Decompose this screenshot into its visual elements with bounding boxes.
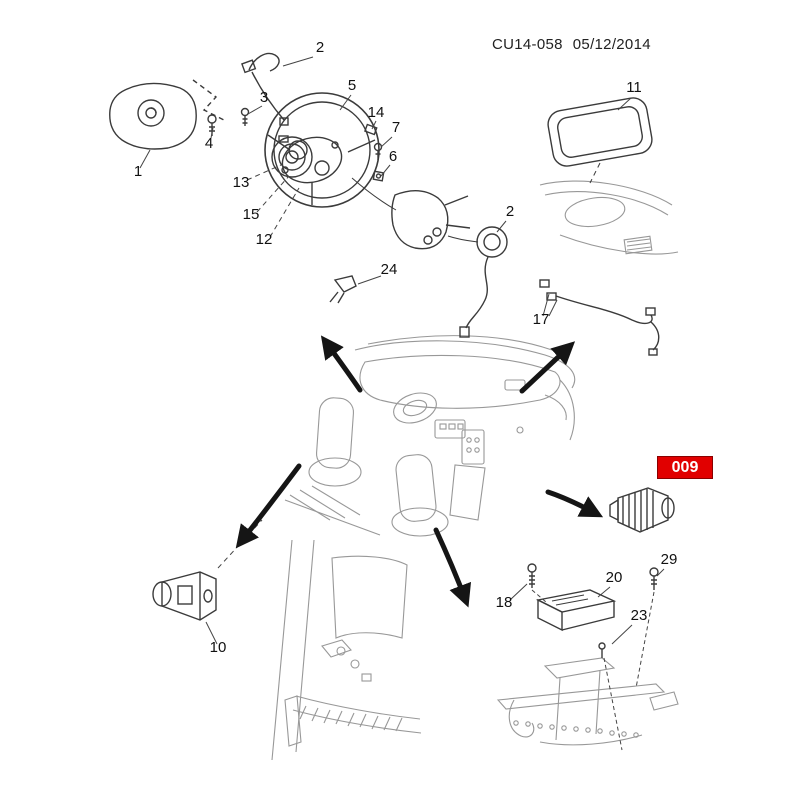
connector-24-drawing [329, 275, 357, 304]
bolt-29-drawing [649, 567, 659, 590]
horn-wire-drawing [241, 52, 289, 126]
nut-6-drawing [372, 170, 385, 182]
passenger-airbag-drawing [547, 97, 653, 184]
bolt-7-drawing [373, 142, 383, 160]
direction-arrows [235, 335, 604, 608]
switch-assembly-drawing [351, 177, 479, 250]
drawing-number: CU14-058 05/12/2014 [492, 36, 661, 53]
callout-12: 12 [256, 231, 273, 248]
dashboard-fragment-drawing [539, 180, 679, 255]
arrow-down-right [433, 527, 472, 608]
callout-10: 10 [210, 639, 227, 656]
callout-2b: 2 [506, 203, 514, 220]
side-sensor-10-drawing [152, 571, 217, 621]
callout-6: 6 [389, 148, 397, 165]
callout-13: 13 [233, 174, 250, 191]
stud-23-drawing [598, 642, 606, 658]
callout-24: 24 [381, 261, 398, 278]
callout-5: 5 [348, 77, 356, 94]
impact-sensor-009-drawing [609, 487, 675, 533]
callout-1: 1 [134, 163, 142, 180]
callout-20: 20 [606, 569, 623, 586]
callout-29: 29 [661, 551, 678, 568]
callout-18: 18 [496, 594, 513, 611]
coil-wire-2-drawing [459, 226, 508, 338]
arrow-up-right [519, 341, 576, 394]
arrow-down-left [235, 463, 302, 549]
callout-15: 15 [243, 206, 260, 223]
clockspring-drawing [271, 135, 313, 178]
leader-lines [139, 56, 665, 751]
harness-17-drawing [539, 279, 660, 356]
arrow-right [545, 489, 604, 518]
driver-airbag-drawing [109, 82, 197, 150]
clip-14-drawing [364, 123, 378, 136]
callout-7: 7 [392, 119, 400, 136]
callout-23: 23 [631, 607, 648, 624]
alignment-dashes [192, 79, 227, 122]
doc-date: 05/12/2014 [572, 36, 651, 53]
callout-labels: 1 2 3 4 5 14 7 6 13 15 12 24 2 11 17 10 … [134, 39, 678, 656]
callout-11: 11 [626, 79, 642, 96]
callout-17: 17 [533, 311, 550, 328]
sdm-module-20-drawing [535, 589, 617, 632]
pillar-drawing [271, 539, 422, 761]
steering-wheel-drawing [264, 92, 380, 208]
doc-code: CU14-058 [492, 36, 563, 53]
car-interior-drawing [284, 335, 576, 537]
bolt-18-drawing [527, 563, 537, 588]
callout-4: 4 [205, 135, 213, 152]
highlighted-part-badge: 009 [657, 456, 713, 479]
callout-3: 3 [260, 89, 268, 106]
callout-14: 14 [368, 104, 385, 121]
arrow-up-left [320, 335, 363, 393]
floor-bracket-drawing [496, 657, 679, 746]
screw-3-drawing [240, 107, 250, 126]
callout-2a: 2 [316, 39, 324, 56]
